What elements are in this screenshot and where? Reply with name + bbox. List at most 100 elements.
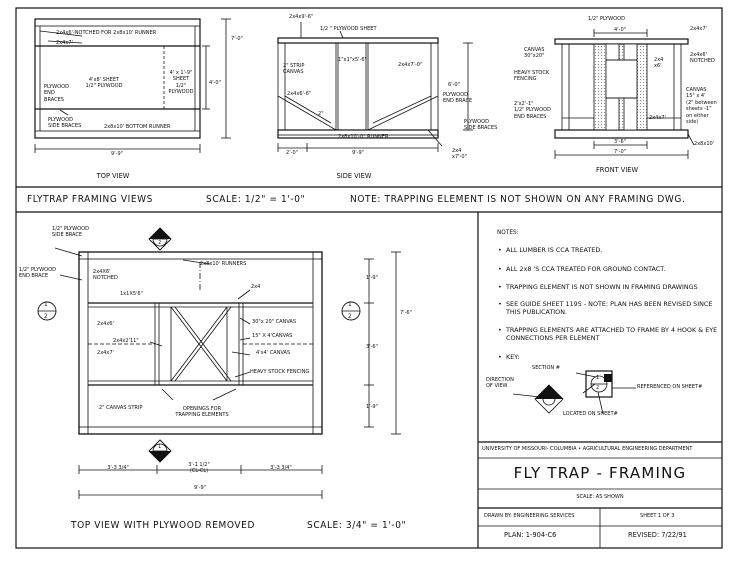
key-num-bottom: 2: [596, 385, 600, 391]
plan-marker-top-section: 1: [158, 232, 162, 238]
plan-dim-center: 3'-1 1/2" (CL-CL): [188, 462, 210, 475]
plan-2x4x7-label: 2x4x7': [97, 350, 114, 356]
note-item: •ALL 2x8 'S CCA TREATED FOR GROUND CONTA…: [498, 265, 666, 273]
plan-dim-right: 3'-3 3/4": [270, 465, 292, 471]
plan-canvas4-label: 4'x4' CANVAS: [256, 350, 291, 356]
institution: UNIVERSITY OF MISSOURI- COLUMBIA • AGRIC…: [482, 446, 693, 452]
top-view-sheet-label: 4'x8' SHEET 1/2" PLYWOOD: [85, 77, 123, 90]
front-view-plywood-label: 1/2" PLYWOOD: [588, 16, 625, 22]
top-view-end-braces-label: PLYWOOD END BRACES: [44, 84, 69, 103]
side-view-side-braces-label: PLYWOOD SIDE BRACES: [464, 119, 498, 132]
front-view-drawing: [554, 29, 695, 159]
top-view-height-dim: 7'-0": [231, 36, 243, 42]
front-view-width-dim: 7'-0": [614, 149, 626, 155]
note-text: TRAPPING ELEMENTS ARE ATTACHED TO FRAME …: [506, 326, 718, 342]
plan-marker-left-top: 1: [44, 300, 48, 308]
front-view-canvas-label: CANVAS 30"x20": [524, 47, 545, 60]
plan-marker-bottom-sheet: 2: [158, 452, 162, 458]
front-view-inner-dim: 3'-6": [614, 139, 626, 145]
front-view-2x4x6-label: 2x4 x6': [654, 57, 664, 70]
note-text: TRAPPING ELEMENT IS NOT SHOWN IN FRAMING…: [506, 283, 698, 291]
plan-dim-bottom: 1'-9": [366, 404, 378, 410]
band-title: FLYTRAP FRAMING VIEWS: [27, 194, 153, 205]
side-view-6ft-dim: 6'-0": [448, 82, 460, 88]
front-view-4ft-dim: 4'-0": [614, 27, 626, 33]
top-view-side-braces-label: PLYWOOD SIDE BRACES: [48, 117, 82, 130]
plan-dim-left: 3'-3 3/4": [107, 465, 129, 471]
note-text: SEE GUIDE SHEET 1195 - NOTE: PLAN HAS BE…: [506, 300, 713, 316]
plan-heavy-fencing-label: HEAVY STOCK FENCING: [250, 369, 310, 375]
plan-dim-width: 9'-9": [194, 485, 206, 491]
note-text: KEY:: [506, 353, 520, 361]
title-block-lines: [478, 441, 722, 548]
front-view-canvas15-label: CANVAS 15" x 4' (2" between sheets -1" o…: [686, 87, 717, 126]
side-view-left-dim: 2'-0": [286, 150, 298, 156]
top-view-caption: TOP VIEW: [96, 171, 130, 180]
top-view-drawing: [34, 18, 231, 153]
plan-2x4-label: 2x4: [251, 284, 261, 290]
front-view-2x4-bottom-label: 2x4x7': [649, 115, 666, 121]
side-view-1x1-label: 1"x1"x5'-6": [338, 57, 367, 63]
plan-caption: TOP VIEW WITH PLYWOOD REMOVED: [71, 520, 255, 531]
side-view-drawing: [277, 22, 473, 152]
plan-marker-right-top: 1: [348, 300, 352, 308]
key-num-top: 1: [596, 375, 600, 381]
sheet-border: [15, 7, 723, 549]
note-item: •SEE GUIDE SHEET 1195 - NOTE: PLAN HAS B…: [498, 300, 713, 316]
top-view-width-dim: 9'-9": [111, 151, 123, 157]
front-view-caption: FRONT VIEW: [595, 165, 639, 174]
plan-scale: SCALE: 3/4" = 1'-0": [307, 520, 407, 531]
plan-canvas15-label: 15" X 4'CANVAS: [252, 333, 293, 339]
plan-marker-top-sheet: 2: [158, 240, 162, 246]
side-view-2x4x6-label: 2x4x6'-6": [287, 91, 312, 97]
side-view-2in-label: 2": [318, 111, 324, 117]
plan-strip-label: 2" CANVAS STRIP: [99, 405, 143, 411]
side-view-2x4-bottom-label: 2x4 x7'-0": [452, 148, 467, 161]
side-view-2x4-label: 2x4x9'-6": [289, 14, 314, 20]
key-diamond-num: 1: [547, 395, 551, 401]
front-view-notched-label: 2x4x6' NOTCHED: [690, 52, 715, 65]
plan-runners-label: 2x8x10' RUNNERS: [200, 261, 247, 267]
plan-dim-middle: 3'-6": [366, 344, 378, 350]
side-view-width-dim: 9'-9": [352, 150, 364, 156]
top-view-2x4-label: 2x4x7': [56, 40, 73, 46]
band-scale: SCALE: 1/2" = 1'-0": [206, 194, 306, 205]
front-view-runner-label: 2x8x10': [694, 141, 715, 147]
note-text: ALL 2x8 'S CCA TREATED FOR GROUND CONTAC…: [506, 265, 666, 273]
key-section-label: SECTION #: [532, 365, 560, 371]
plan-canvas30-label: 30"x 20" CANVAS: [252, 319, 297, 325]
note-item: •TRAPPING ELEMENTS ARE ATTACHED TO FRAME…: [498, 326, 718, 342]
plan-1x1-label: 1x1X5'6": [120, 291, 143, 297]
side-view-2x4x7-label: 2x4x7'-0": [398, 62, 423, 68]
plan-notched-label: 2x4X6' NOTCHED: [93, 269, 118, 282]
drawn-by: DRAWN BY: ENGINEERING SERVICES: [484, 513, 575, 519]
band-note: NOTE: TRAPPING ELEMENT IS NOT SHOWN ON A…: [350, 194, 686, 205]
key-direction-label: DIRECTION OF VIEW: [486, 377, 514, 390]
note-item: •ALL LUMBER IS CCA TREATED.: [498, 246, 603, 254]
plan-marker-left-bottom: 2: [44, 312, 48, 320]
sheet-number: SHEET 1 OF 3: [640, 513, 675, 519]
plan-number: PLAN: 1-904-C6: [504, 530, 557, 539]
key-referenced-label: REFERENCED ON SHEET#: [637, 384, 703, 390]
plan-openings-label: OPENINGS FOR TRAPPING ELEMENTS: [175, 406, 229, 419]
key-symbol: [512, 370, 636, 415]
note-text: ALL LUMBER IS CCA TREATED.: [506, 246, 603, 254]
front-view-end-braces-label: 2'x2'-1" 1/2" PLYWOOD END BRACES: [514, 101, 551, 120]
top-view-inner-dim: 4'-0": [209, 80, 221, 86]
front-view-heavy-stock-label: HEAVY STOCK FENCING: [514, 70, 550, 83]
plan-dim-total: 7'-6": [400, 310, 412, 316]
drawing-title: FLY TRAP - FRAMING: [513, 464, 687, 482]
plan-marker-bottom-section: 1: [158, 444, 162, 450]
plan-side-brace-label: 1/2" PLYWOOD SIDE BRACE: [52, 226, 89, 239]
note-item: •TRAPPING ELEMENT IS NOT SHOWN IN FRAMIN…: [498, 283, 698, 291]
side-view-end-brace-label: PLYWOOD END BRACE: [443, 92, 473, 105]
plan-dim-top: 1'-9": [366, 275, 378, 281]
plan-2x4x2-label: 2x4x2'11": [113, 338, 139, 344]
top-view-runner-label: 2x8x10' BOTTOM RUNNER: [104, 124, 171, 130]
side-view-plywood-label: 1/2 " PLYWOOD SHEET: [320, 26, 377, 32]
side-view-runner-label: 2x8x10'-0" RUNNER: [338, 134, 389, 140]
note-item: •KEY:: [498, 353, 520, 361]
top-view-notched-label: 2x4x6'-NOTCHED FOR 2x8x10' RUNNER: [56, 30, 157, 36]
